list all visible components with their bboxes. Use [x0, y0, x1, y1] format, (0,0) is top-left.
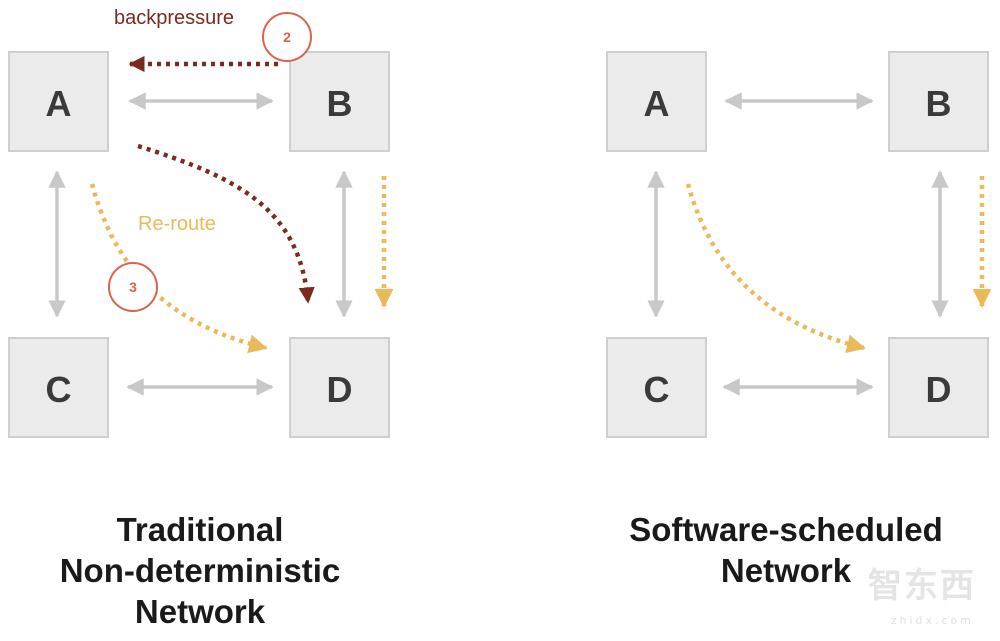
- watermark-subtext: zhidx.com: [890, 614, 974, 627]
- node-d: D: [289, 337, 390, 438]
- left-panel: A B C D backpressure 2 Re-route 3: [8, 7, 394, 438]
- node-c: C: [8, 337, 109, 438]
- left-caption: Traditional Non-deterministic Network: [0, 509, 400, 632]
- congested-path-a-d: [137, 143, 315, 304]
- scheduled-path-a-d: [685, 183, 866, 354]
- node-a: A: [8, 51, 109, 152]
- node-b-right: B: [888, 51, 989, 152]
- node-b: B: [289, 51, 390, 152]
- node-a-right: A: [606, 51, 707, 152]
- node-d-right: D: [888, 337, 989, 438]
- left-caption-line-3: Network: [134, 593, 266, 630]
- step-2-number: 2: [283, 29, 291, 45]
- step-3-badge: 3: [108, 262, 158, 312]
- left-caption-line-2: Non-deterministic: [59, 552, 341, 589]
- watermark-logo: 智东西: [868, 566, 976, 606]
- node-d-right-label: D: [926, 369, 952, 410]
- right-panel: A B C D: [606, 51, 992, 438]
- reroute-label: Re-route: [138, 213, 216, 235]
- step-3-number: 3: [129, 279, 137, 295]
- node-a-right-label: A: [644, 83, 670, 124]
- right-caption-line-1: Software-scheduled: [629, 511, 943, 548]
- node-b-right-label: B: [926, 83, 952, 124]
- node-c-right: C: [606, 337, 707, 438]
- right-caption: Software-scheduled Network: [586, 509, 986, 591]
- step-2-badge: 2: [262, 12, 312, 62]
- left-caption-line-1: Traditional: [116, 511, 284, 548]
- node-d-label: D: [327, 369, 353, 410]
- node-a-label: A: [46, 83, 72, 124]
- reroute-path: [89, 183, 268, 354]
- right-caption-line-2: Network: [720, 552, 852, 589]
- backpressure-label: backpressure: [114, 7, 234, 29]
- node-b-label: B: [327, 83, 353, 124]
- node-c-right-label: C: [644, 369, 670, 410]
- node-c-label: C: [46, 369, 72, 410]
